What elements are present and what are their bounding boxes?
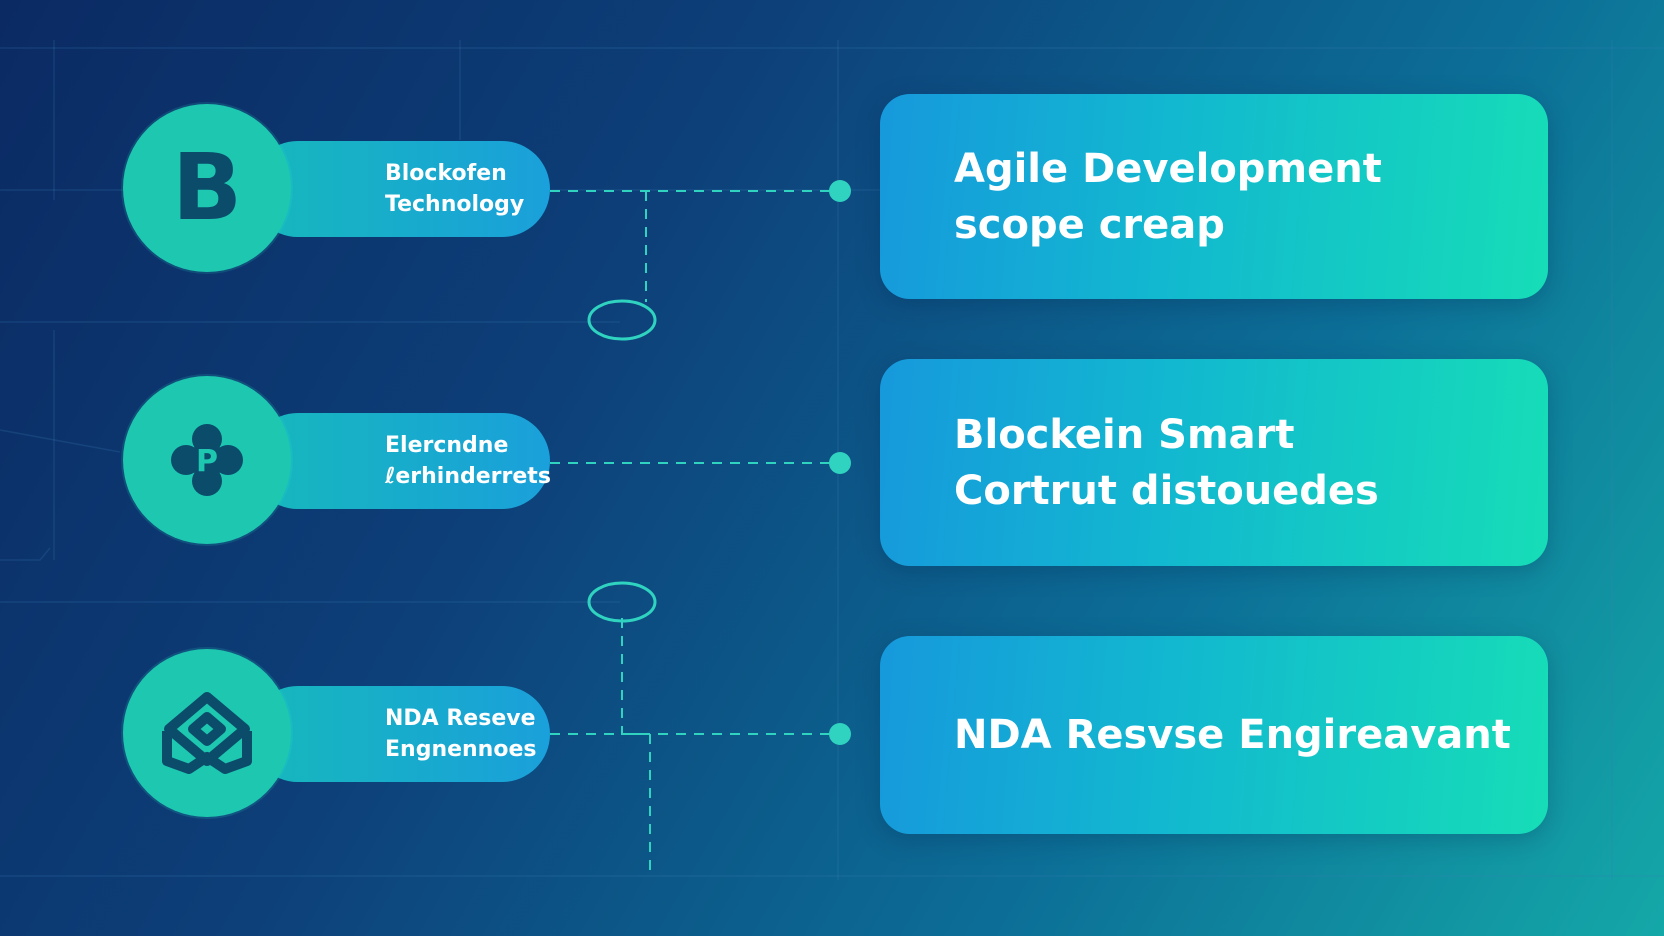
node-1-line-2: Technology	[385, 192, 525, 217]
card-2-line-1: Blockein Smart	[954, 411, 1295, 458]
node-3-circle	[123, 649, 291, 817]
node-2-circle: P	[123, 376, 291, 544]
card-agile-development: Agile Development scope creap	[880, 94, 1548, 299]
card-2-line-2: Cortrut distouedes	[954, 467, 1379, 514]
node-1-line-1: Blockofen	[385, 161, 507, 186]
node-1-circle: B	[123, 104, 291, 272]
node-3-line-2: Engnennoes	[385, 737, 537, 762]
flower-p-icon: P	[171, 424, 243, 496]
card-smart-contract: Blockein Smart Cortrut distouedes	[880, 359, 1548, 566]
connector-ring-2	[587, 581, 657, 623]
svg-text:P: P	[196, 444, 218, 479]
node-3-line-1: NDA Reseve	[385, 706, 536, 731]
connector-dot-1	[829, 180, 851, 202]
connector-dot-2	[829, 452, 851, 474]
diamond-network-icon	[162, 692, 252, 774]
card-nda-reverse-engineering: NDA Resvse Engireavant	[880, 636, 1548, 834]
connector-dot-3	[829, 723, 851, 745]
node-2-line-1: Elercndne	[385, 433, 509, 458]
card-1-line-1: Agile Development	[954, 145, 1382, 192]
card-1-line-2: scope creap	[954, 201, 1225, 248]
node-3-label: NDA Reseve Engnennoes	[250, 686, 550, 782]
letter-b-icon: B	[171, 134, 243, 241]
node-2-label: Elercndne ℓerhinderrets	[250, 413, 551, 509]
card-3-line-1: NDA Resvse Engireavant	[954, 712, 1511, 758]
node-2-line-2: ℓerhinderrets	[385, 464, 551, 489]
connector-ring-1	[587, 299, 657, 341]
connector-branch-3	[621, 618, 651, 876]
node-1-label: Blockofen Technology	[250, 141, 550, 237]
